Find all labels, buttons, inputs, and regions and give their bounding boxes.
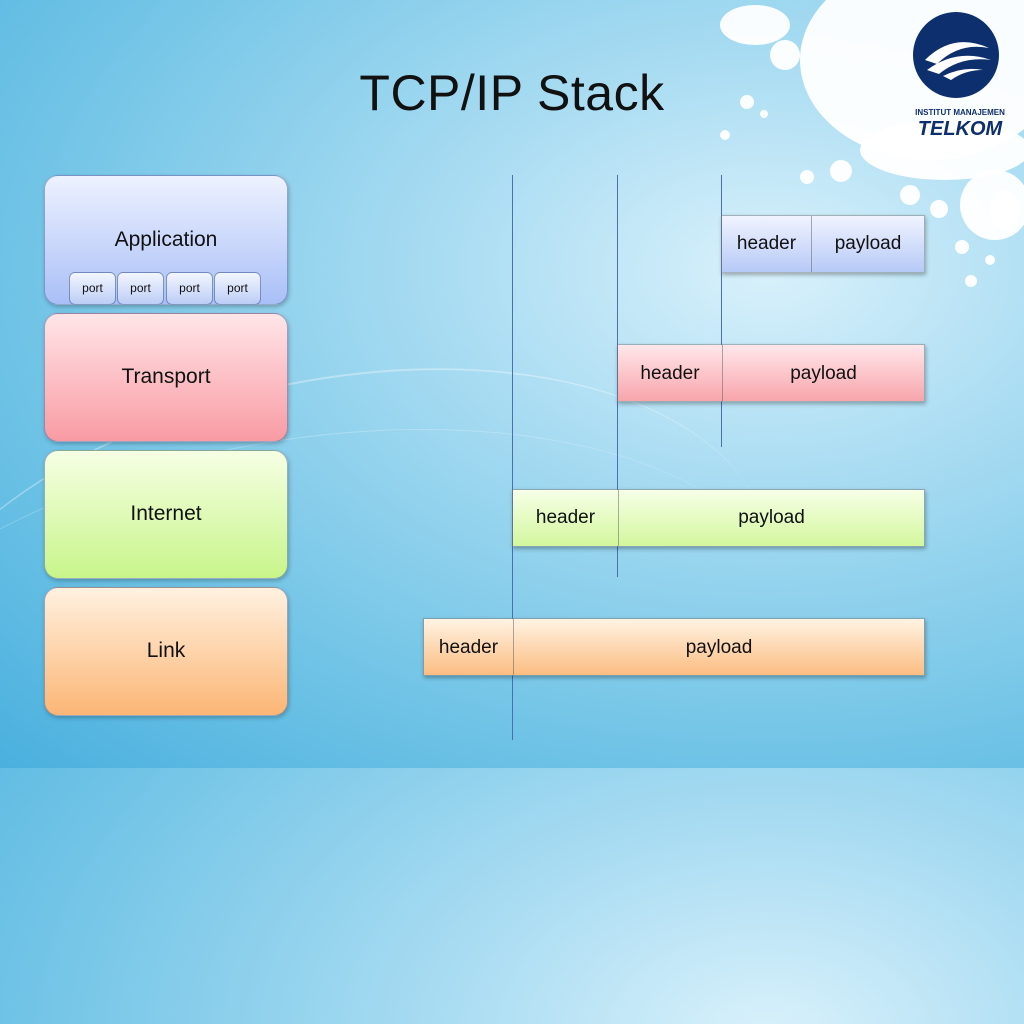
layer-label: Application	[114, 228, 218, 251]
logo-text-institute: INSTITUT MANAJEMEN	[915, 108, 1005, 117]
packet-transport: header payload	[617, 344, 925, 402]
layer-label: Transport	[121, 365, 211, 388]
packet-payload: payload	[722, 345, 924, 401]
packet-link: header payload	[423, 618, 925, 676]
packet-payload: payload	[811, 216, 924, 272]
logo-text-telkom: TELKOM	[917, 118, 1003, 140]
guide-line	[512, 175, 513, 740]
layer-application: Application port port port port	[44, 175, 288, 305]
packet-header: header	[618, 345, 722, 401]
layer-link: Link	[44, 587, 288, 716]
packet-application: header payload	[721, 215, 925, 273]
port-box: port	[69, 272, 116, 305]
slide-title: TCP/IP Stack	[359, 65, 665, 121]
layer-label: Link	[146, 639, 186, 662]
port-box: port	[214, 272, 261, 305]
layer-label: Internet	[130, 502, 202, 525]
packet-header: header	[424, 619, 513, 675]
packet-internet: header payload	[512, 489, 925, 547]
packet-header: header	[722, 216, 811, 272]
packet-payload: payload	[513, 619, 924, 675]
layer-transport: Transport	[44, 313, 288, 442]
telkom-logo: INSTITUT MANAJEMEN TELKOM	[905, 10, 1015, 140]
layer-internet: Internet	[44, 450, 288, 579]
port-box: port	[166, 272, 213, 305]
packet-payload: payload	[618, 490, 924, 546]
logo-emblem-icon	[913, 12, 999, 98]
guide-line	[721, 175, 722, 447]
packet-header: header	[513, 490, 618, 546]
port-box: port	[117, 272, 164, 305]
